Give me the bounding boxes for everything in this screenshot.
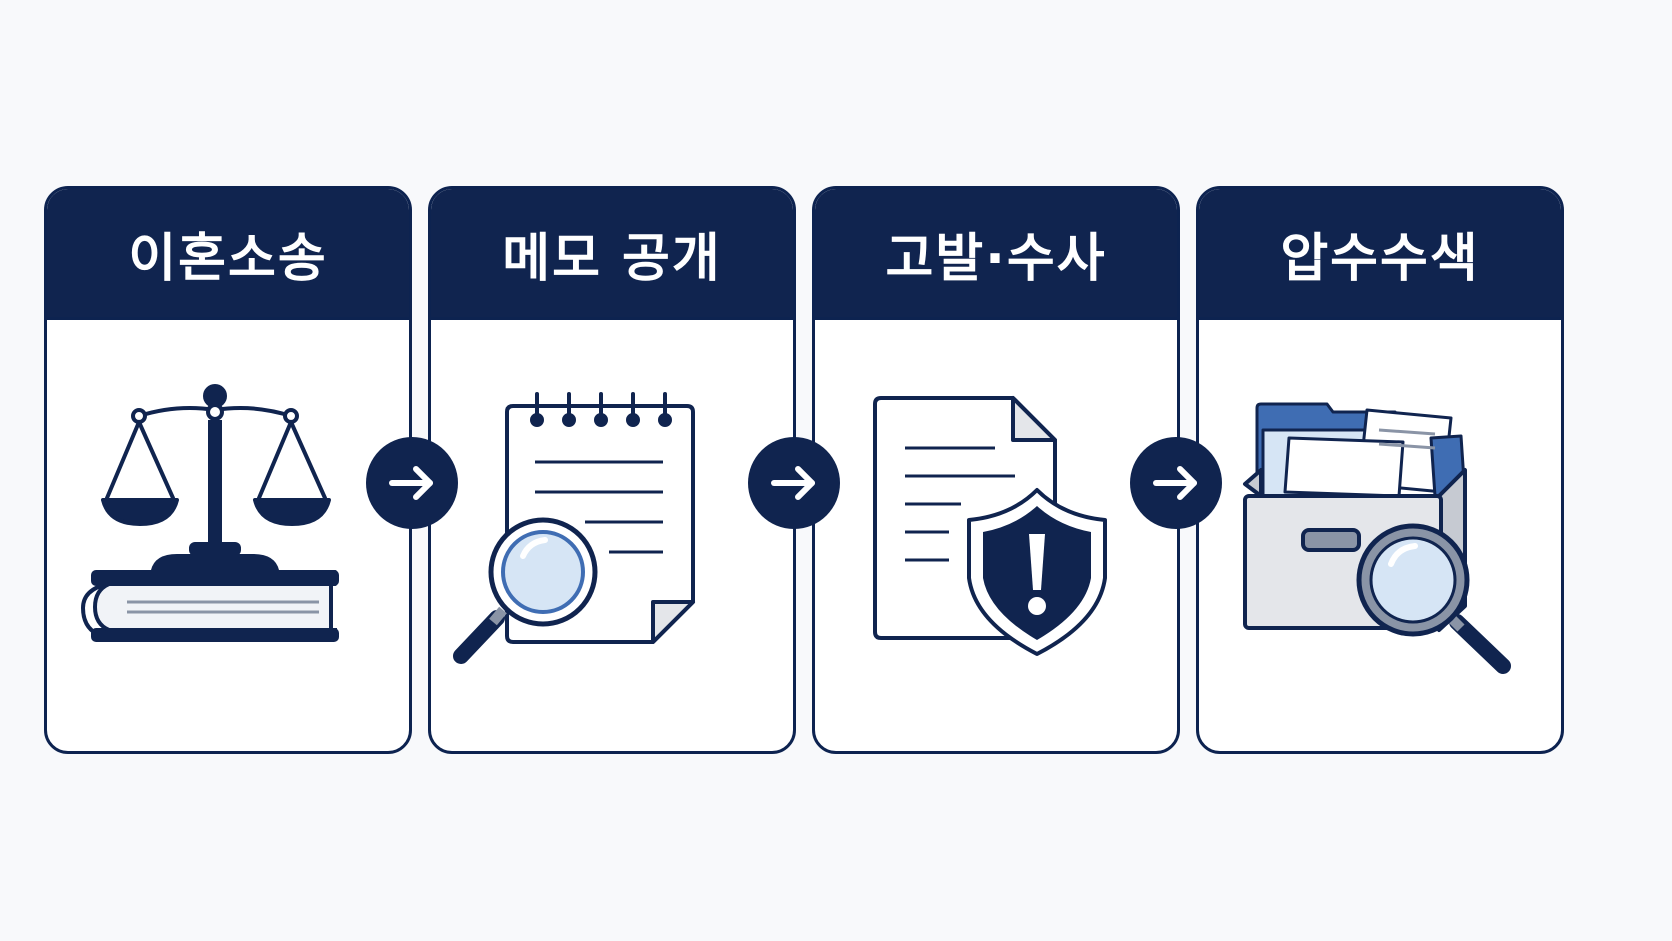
step-header: 이혼소송 [47,189,409,320]
arrow-connector [748,437,840,529]
step-title: 이혼소송 [128,228,328,289]
step-title: 메모 공개 [502,228,722,289]
document-with-warning-shield-icon [873,396,1107,656]
step-title: 압수수색 [1280,228,1480,289]
step-header: 압수수색 [1199,189,1561,320]
step-header: 메모 공개 [431,189,793,320]
arrow-right-icon [771,466,815,500]
step-card-divorce-suit: 이혼소송 [44,186,412,754]
scales-of-justice-icon [81,384,339,642]
notepad-with-magnifier-icon [453,392,695,664]
step-body [431,320,793,751]
step-title: 고발·수사 [885,228,1107,289]
arrow-connector [1130,437,1222,529]
step-body [47,320,409,751]
step-card-memo-disclosure: 메모 공개 [428,186,796,754]
arrow-right-icon [1153,466,1197,500]
arrow-connector [366,437,458,529]
step-card-complaint-investigation: 고발·수사 [812,186,1180,754]
arrow-right-icon [389,466,433,500]
step-body [1199,320,1561,751]
step-body [815,320,1177,751]
evidence-box-with-magnifier-icon [1243,402,1511,674]
step-header: 고발·수사 [815,189,1177,320]
step-card-search-seizure: 압수수색 [1196,186,1564,754]
